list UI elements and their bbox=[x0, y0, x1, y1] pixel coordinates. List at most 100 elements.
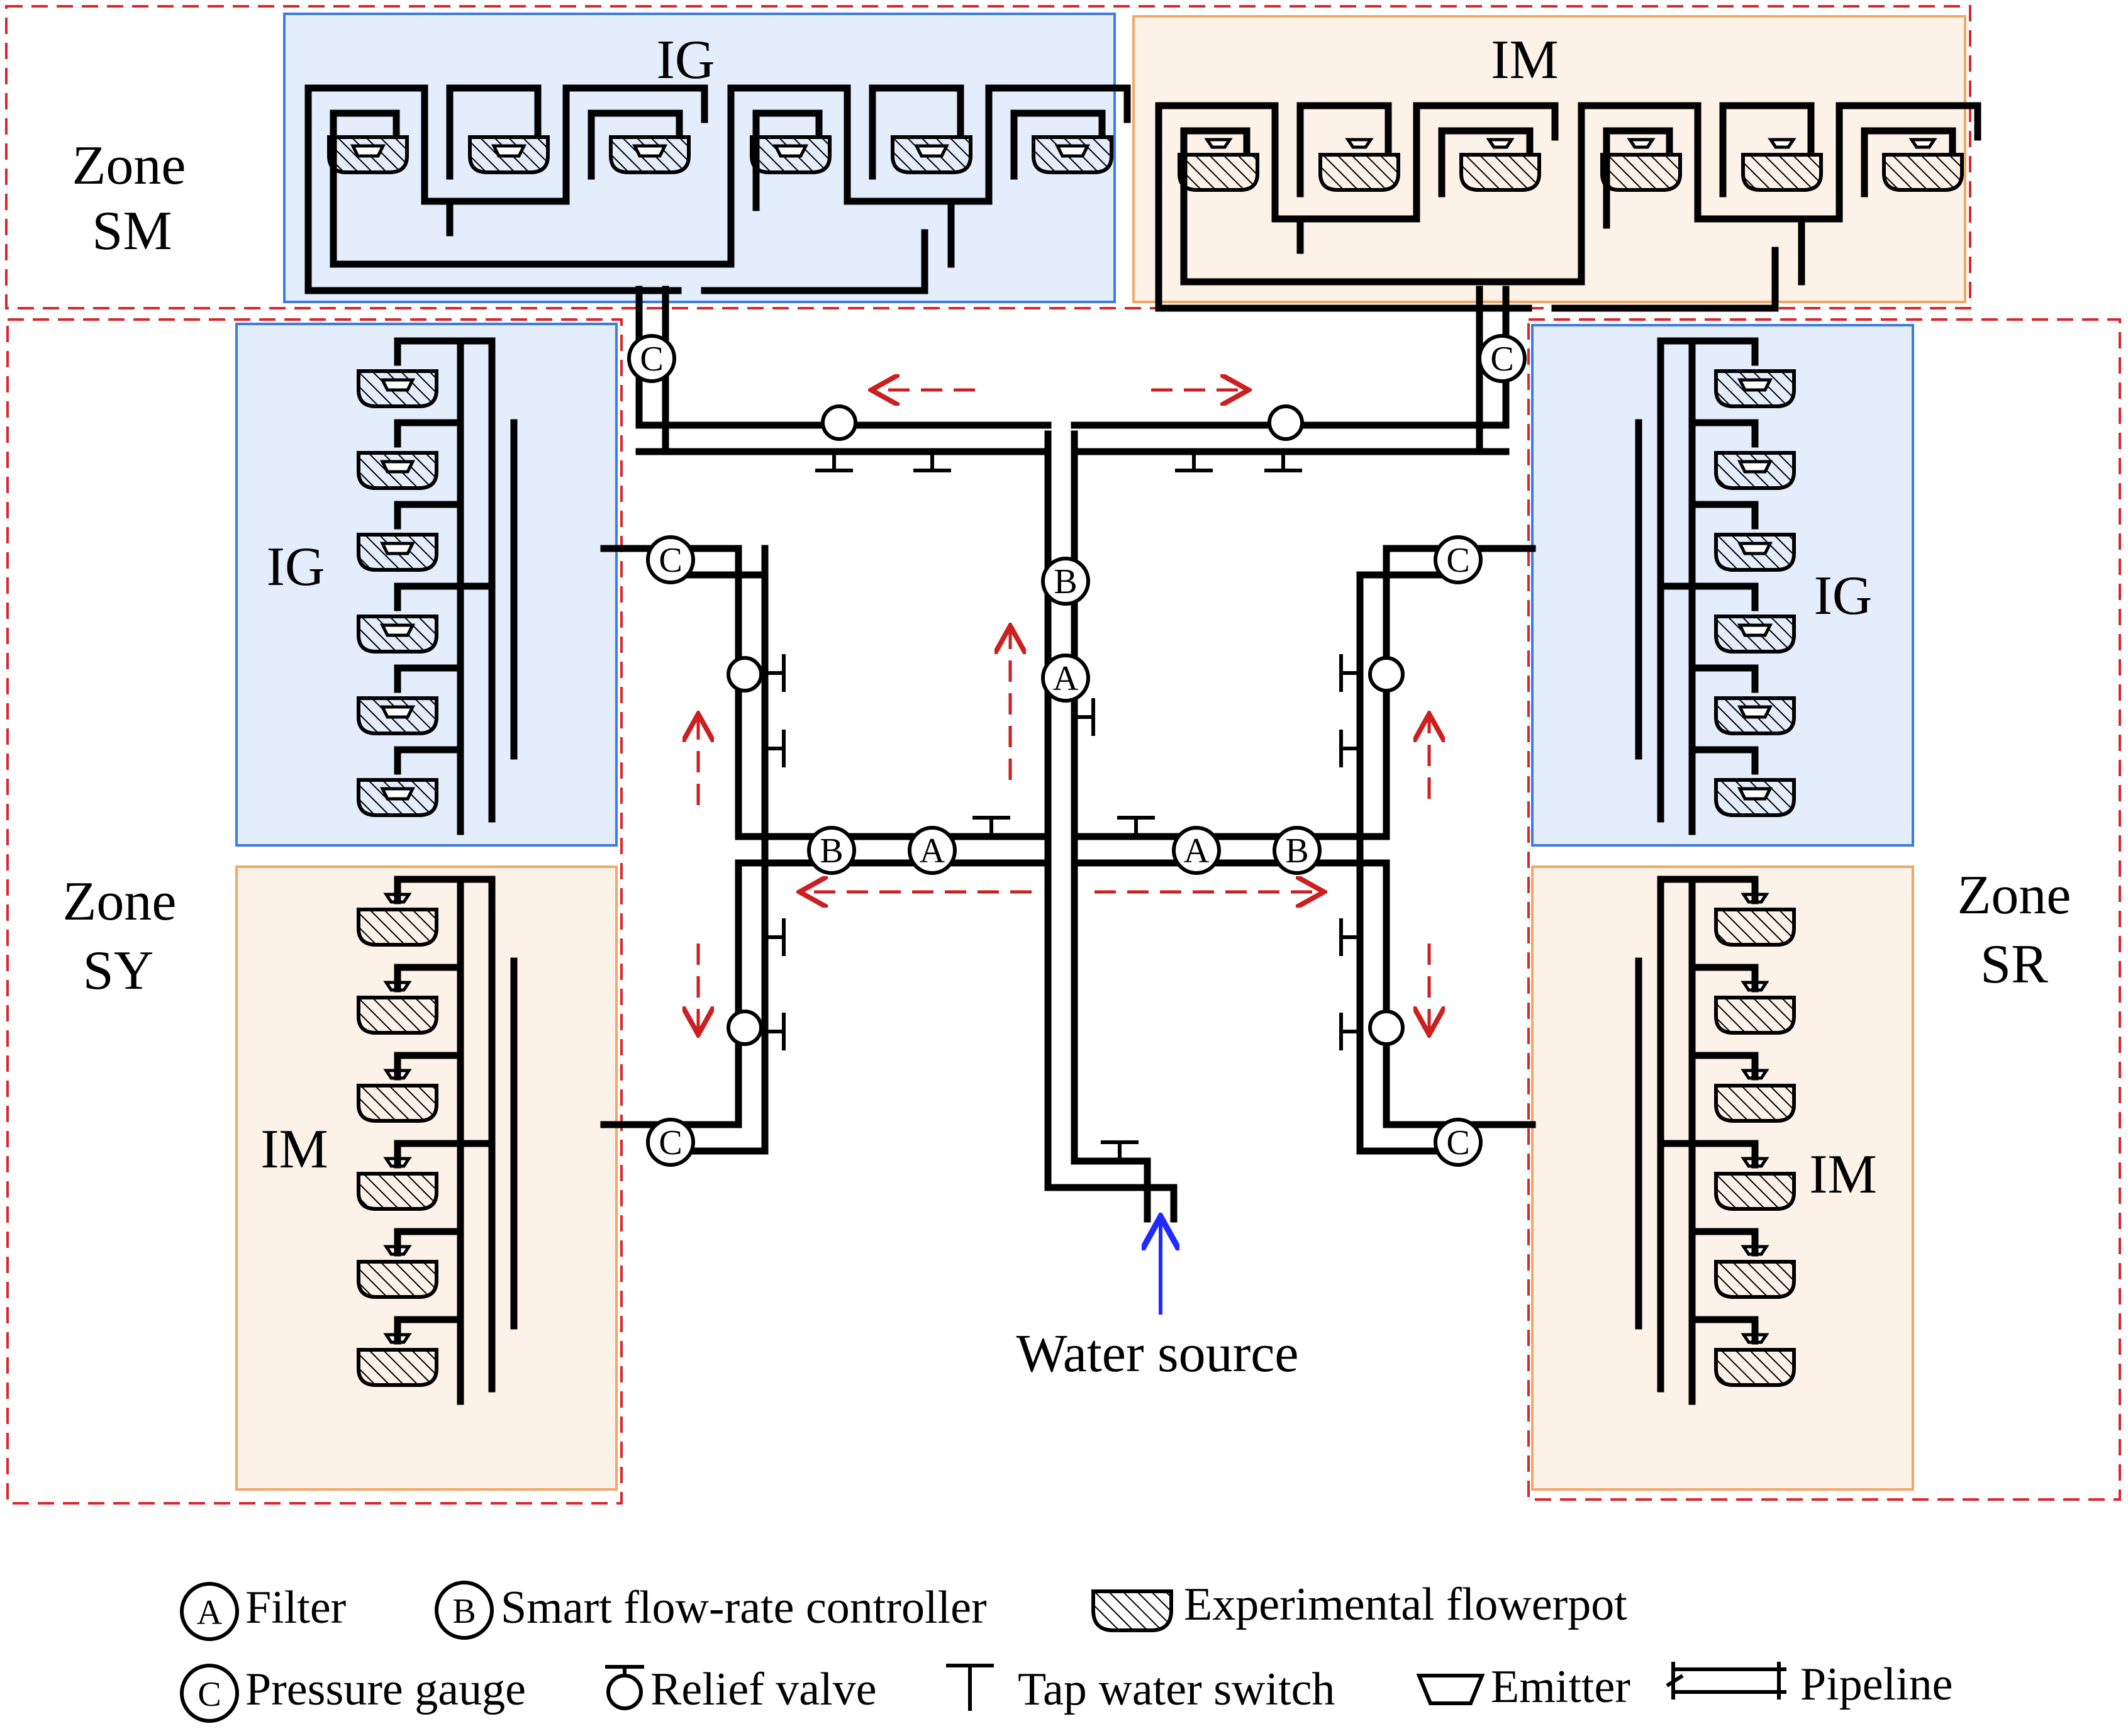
legend-gauge-text: Pressure gauge bbox=[245, 1664, 526, 1715]
pressure-gauge-sr-im-letter: C bbox=[1446, 1123, 1469, 1162]
relief-valve-sy-upper bbox=[727, 656, 763, 693]
emitter bbox=[1768, 138, 1797, 149]
legend-filter: A Filter bbox=[180, 1582, 346, 1641]
pipe bbox=[394, 582, 464, 672]
tap-stem bbox=[1339, 654, 1360, 692]
zone-sr-label-line1: Zone bbox=[1958, 865, 2071, 926]
sm-ig-network bbox=[304, 84, 1131, 294]
pressure-gauge-sm-ig: C bbox=[627, 334, 676, 383]
pipe bbox=[1155, 102, 1559, 223]
sr-ig-label: IG bbox=[1814, 565, 1873, 626]
filter-main-circle bbox=[1041, 654, 1090, 703]
legend-tap-text: Tap water switch bbox=[1018, 1664, 1335, 1715]
pipe bbox=[1155, 247, 1532, 312]
tap-stem bbox=[1101, 1140, 1139, 1161]
zone-sy-label-line2: SY bbox=[83, 940, 154, 1001]
filter-right-letter: A bbox=[1184, 832, 1210, 871]
flowerpot bbox=[357, 1084, 438, 1123]
zone-sm-label-line2: SM bbox=[92, 201, 172, 262]
tap-switches bbox=[765, 452, 1360, 1161]
legend-pipeline: Pipeline bbox=[1666, 1659, 1953, 1710]
pipe bbox=[1688, 746, 1759, 835]
flowerpot bbox=[1714, 1348, 1796, 1387]
tap-switch bbox=[1175, 452, 1213, 472]
tap-switch bbox=[815, 452, 853, 472]
pipe bbox=[1438, 127, 1534, 198]
relief-valve-sy-lower bbox=[727, 1010, 763, 1046]
pipeline-icon bbox=[1666, 1662, 1786, 1700]
emitter bbox=[1204, 138, 1233, 149]
flow-arrows bbox=[698, 390, 1429, 1032]
pipe bbox=[727, 84, 1131, 205]
legend-flowerpot: Experimental flowerpot bbox=[1091, 1579, 1627, 1632]
tap-switch bbox=[765, 730, 786, 767]
pipe bbox=[1688, 501, 1759, 590]
pipe bbox=[1688, 1140, 1759, 1229]
pressure-gauge-sm-im-letter: C bbox=[1490, 340, 1513, 379]
legend-relief-text: Relief valve bbox=[650, 1664, 877, 1715]
pressure-gauge-sy-ig-circle bbox=[646, 535, 695, 584]
sm-im-label: IM bbox=[1491, 30, 1559, 91]
legend-flowerpot-text: Experimental flowerpot bbox=[1184, 1579, 1627, 1630]
pressure-gauge-sr-ig-circle bbox=[1434, 535, 1483, 584]
pipe bbox=[394, 1140, 464, 1229]
pipe bbox=[1688, 582, 1759, 672]
pressure-gauge-sr-ig-letter: C bbox=[1446, 541, 1469, 580]
emitter bbox=[1737, 787, 1773, 801]
flowerpot bbox=[1741, 153, 1823, 192]
pipe bbox=[1688, 876, 1759, 965]
tap-switch bbox=[765, 918, 786, 956]
pipe bbox=[394, 964, 464, 1053]
flow-controller-main-letter: B bbox=[1054, 562, 1077, 601]
water-source-label: Water source bbox=[1016, 1323, 1298, 1383]
emitter bbox=[379, 542, 416, 555]
tap-stem bbox=[815, 452, 853, 472]
legend-pipeline-text: Pipeline bbox=[1800, 1659, 1953, 1710]
main-pipeline bbox=[600, 286, 1536, 1223]
pressure-gauge-sr-im: C bbox=[1434, 1118, 1483, 1167]
zone-sr-label-line2: SR bbox=[1980, 934, 2048, 995]
emitter bbox=[491, 144, 527, 158]
emitter bbox=[1737, 460, 1773, 474]
flow-controller-left-circle bbox=[807, 826, 856, 875]
pipe bbox=[1688, 1316, 1759, 1405]
pipe bbox=[394, 501, 464, 590]
tap-stem bbox=[1339, 1013, 1360, 1050]
legend-gauge: C Pressure gauge bbox=[180, 1664, 526, 1723]
flowerpot bbox=[1178, 153, 1259, 192]
tap-stem bbox=[765, 730, 786, 767]
pipe bbox=[394, 664, 464, 754]
pressure-gauge-sm-im-circle bbox=[1478, 334, 1527, 383]
flowerpot bbox=[1714, 908, 1796, 947]
tap-switch bbox=[1339, 730, 1360, 767]
emitter bbox=[379, 378, 416, 392]
flowerpot bbox=[1714, 1172, 1796, 1211]
pipe bbox=[304, 229, 682, 294]
pipe bbox=[1688, 337, 1759, 426]
pipe bbox=[1688, 1228, 1759, 1317]
pipe bbox=[1719, 102, 1815, 198]
emitter bbox=[1737, 623, 1773, 637]
emitter bbox=[1345, 138, 1374, 149]
flowerpot bbox=[1600, 153, 1682, 192]
flowerpot bbox=[357, 908, 438, 947]
pipe bbox=[330, 109, 400, 180]
tap-stem bbox=[765, 1013, 786, 1050]
sy-im-network bbox=[357, 876, 518, 1405]
flow-controller-left-letter: B bbox=[820, 832, 843, 871]
pipe bbox=[869, 84, 964, 180]
tap-stem bbox=[1175, 452, 1213, 472]
pressure-gauge-sm-ig-circle bbox=[627, 334, 676, 383]
emitter bbox=[379, 460, 416, 474]
pipe bbox=[701, 229, 928, 294]
tap-switch bbox=[1117, 816, 1155, 837]
pressure-gauge-sy-ig: C bbox=[646, 535, 695, 584]
legend-emitter-text: Emitter bbox=[1491, 1661, 1630, 1713]
relief-valve-sr-upper bbox=[1368, 656, 1405, 693]
filter-left-circle bbox=[908, 826, 957, 875]
pipe bbox=[394, 1228, 464, 1317]
flowerpot bbox=[1714, 1260, 1796, 1299]
pipe bbox=[1296, 102, 1392, 198]
filter-left-letter: A bbox=[920, 832, 945, 871]
